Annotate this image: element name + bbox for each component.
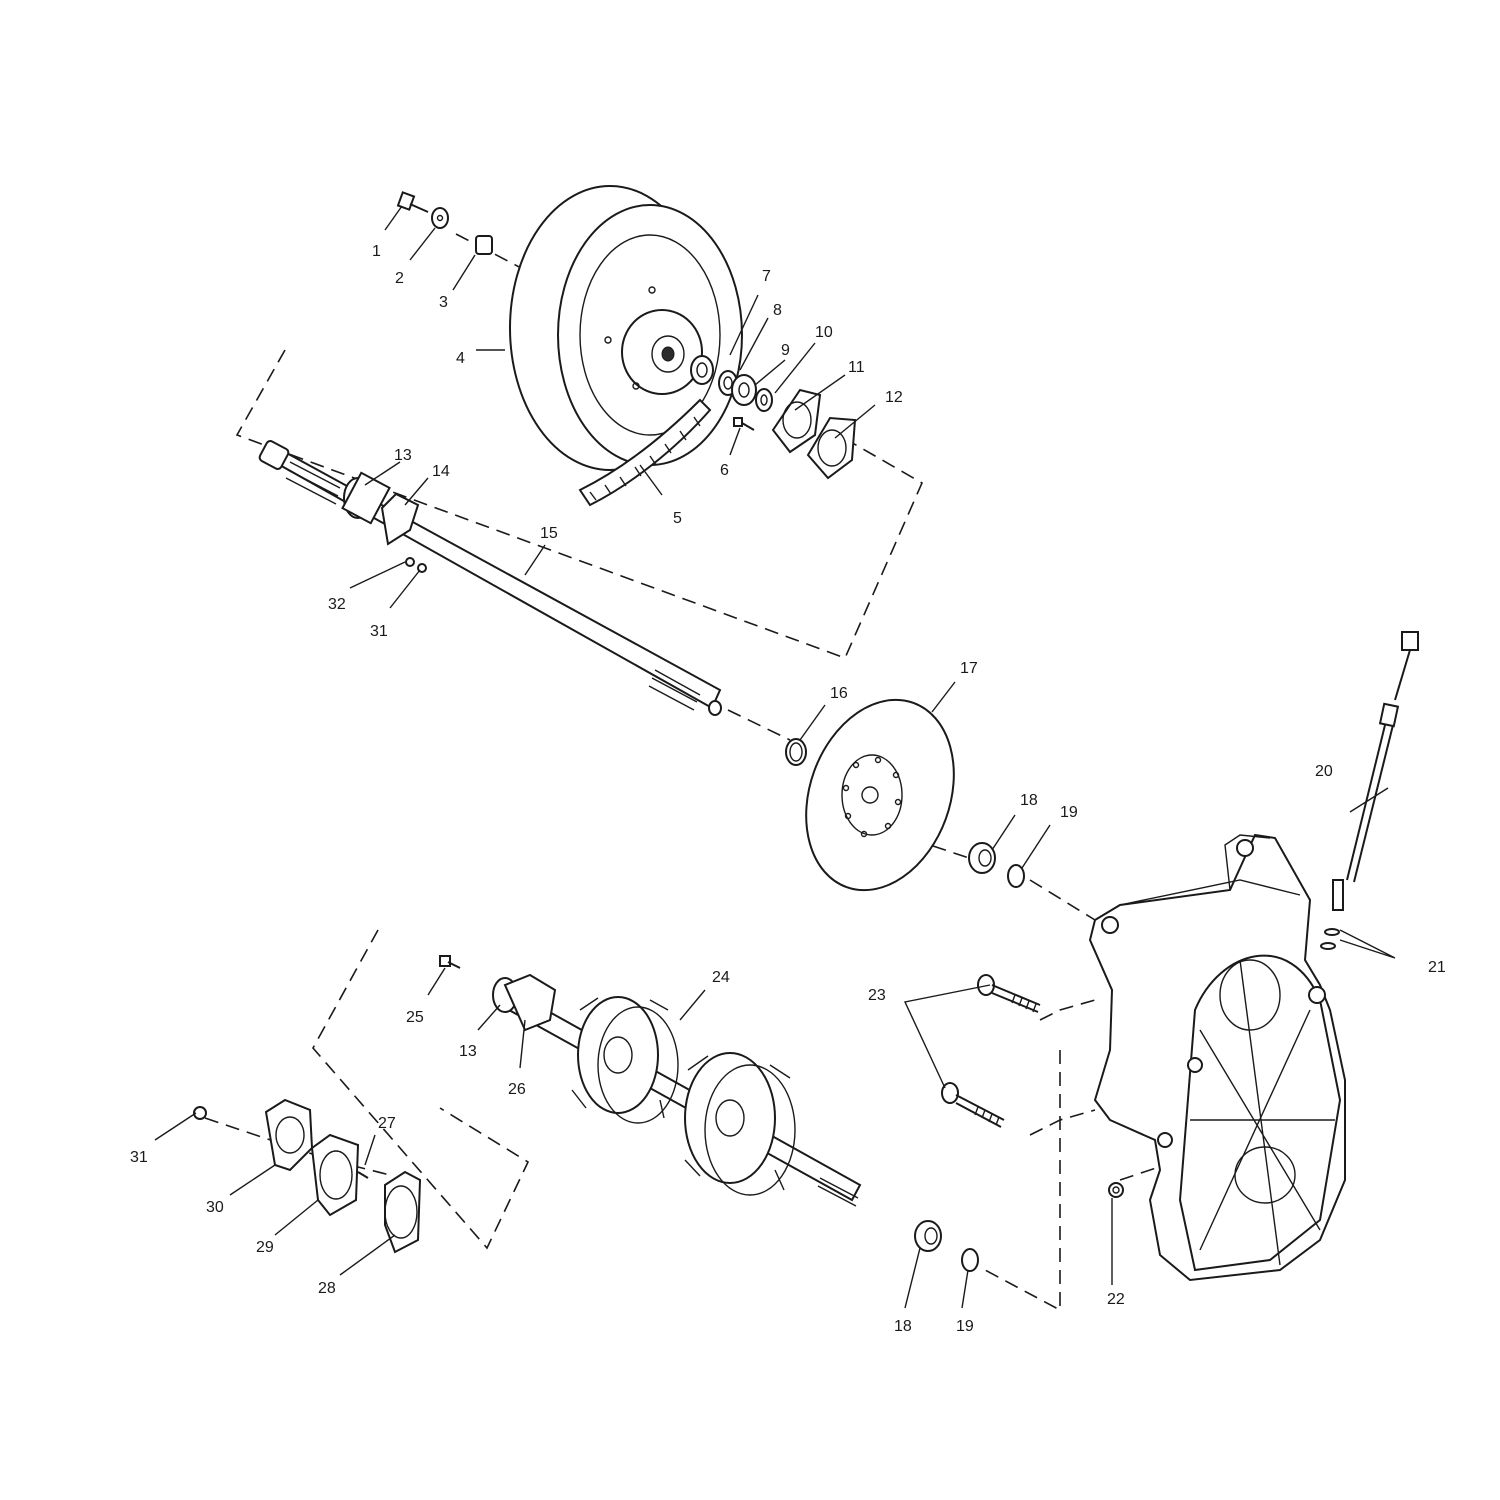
bearing-18-top [968, 842, 996, 874]
callout-15: 15 [540, 525, 558, 542]
callout-12: 12 [885, 389, 903, 406]
o-ring-19-top [1007, 864, 1025, 888]
flange-plate-28 [384, 1170, 422, 1254]
nut-22 [1108, 1182, 1124, 1198]
callout-9: 9 [781, 342, 790, 359]
callout-31-top: 31 [370, 623, 388, 640]
dipstick-20 [1332, 631, 1419, 911]
bolt-23-bottom [941, 1082, 1005, 1128]
bearing-18-bottom [914, 1220, 942, 1252]
flange-plate-12 [806, 416, 857, 480]
callout-10: 10 [815, 324, 833, 341]
callout-18-top: 18 [1020, 792, 1038, 809]
callout-28: 28 [318, 1280, 336, 1297]
driveshaft [258, 440, 722, 716]
callout-14: 14 [432, 463, 450, 480]
callout-5: 5 [673, 510, 682, 527]
callout-19-top: 19 [1060, 804, 1078, 821]
callout-25: 25 [406, 1009, 424, 1026]
callout-29: 29 [256, 1239, 274, 1256]
track-driveshaft-24 [492, 977, 862, 1207]
callout-27: 27 [378, 1115, 396, 1132]
callout-21: 21 [1428, 959, 1446, 976]
bearing-flange-14 [380, 492, 420, 546]
leader-lines [154, 205, 1396, 1309]
callout-1: 1 [372, 243, 381, 260]
clutch-spacer [475, 235, 493, 255]
bolt-23-top [977, 974, 1041, 1013]
bolt-6 [733, 417, 755, 431]
spacer-ring-7 [690, 355, 714, 385]
callout-32: 32 [328, 596, 346, 613]
chaincase-housing [1088, 833, 1346, 1282]
callout-22: 22 [1107, 1291, 1125, 1308]
clutch-washer [431, 207, 449, 229]
o-rings-21 [1320, 928, 1340, 950]
callout-11: 11 [848, 359, 865, 376]
clutch-bolt [396, 191, 429, 213]
o-ring-19-bottom [961, 1248, 979, 1272]
callout-18-bottom: 18 [894, 1318, 912, 1335]
assembly-outlines [204, 233, 1166, 1312]
bearing-9 [731, 374, 757, 406]
callout-labels: 1 2 3 4 5 6 7 8 9 10 11 12 13 14 15 16 1… [130, 243, 1446, 1335]
flange-plate-11 [771, 388, 822, 454]
callout-30: 30 [206, 1199, 224, 1216]
callout-6: 6 [720, 462, 729, 479]
nut-31-bottom [193, 1106, 207, 1120]
drive-belt [578, 398, 712, 507]
retaining-ring-16 [785, 738, 807, 766]
brake-disc-17 [805, 698, 955, 892]
washer-10 [755, 388, 773, 412]
bolt-25 [439, 955, 461, 969]
callout-7: 7 [762, 268, 771, 285]
callout-24: 24 [712, 969, 730, 986]
flange-plate-30 [264, 1098, 314, 1172]
callout-13-top: 13 [394, 447, 412, 464]
callout-17: 17 [960, 660, 978, 677]
callout-26: 26 [508, 1081, 526, 1098]
callout-3: 3 [439, 294, 448, 311]
nut-32 [405, 557, 415, 567]
callout-20: 20 [1315, 763, 1333, 780]
callout-8: 8 [773, 302, 782, 319]
gasket-29 [310, 1133, 360, 1217]
callout-13-bottom: 13 [459, 1043, 477, 1060]
callout-4: 4 [456, 350, 465, 367]
callout-23: 23 [868, 987, 886, 1004]
callout-19-bottom: 19 [956, 1318, 974, 1335]
callout-2: 2 [395, 270, 404, 287]
callout-16: 16 [830, 685, 848, 702]
driven-clutch-pulley [509, 185, 743, 471]
callout-31-bottom: 31 [130, 1149, 148, 1166]
bearing-housing-13-bottom [503, 973, 557, 1032]
pin-27 [357, 1171, 369, 1179]
